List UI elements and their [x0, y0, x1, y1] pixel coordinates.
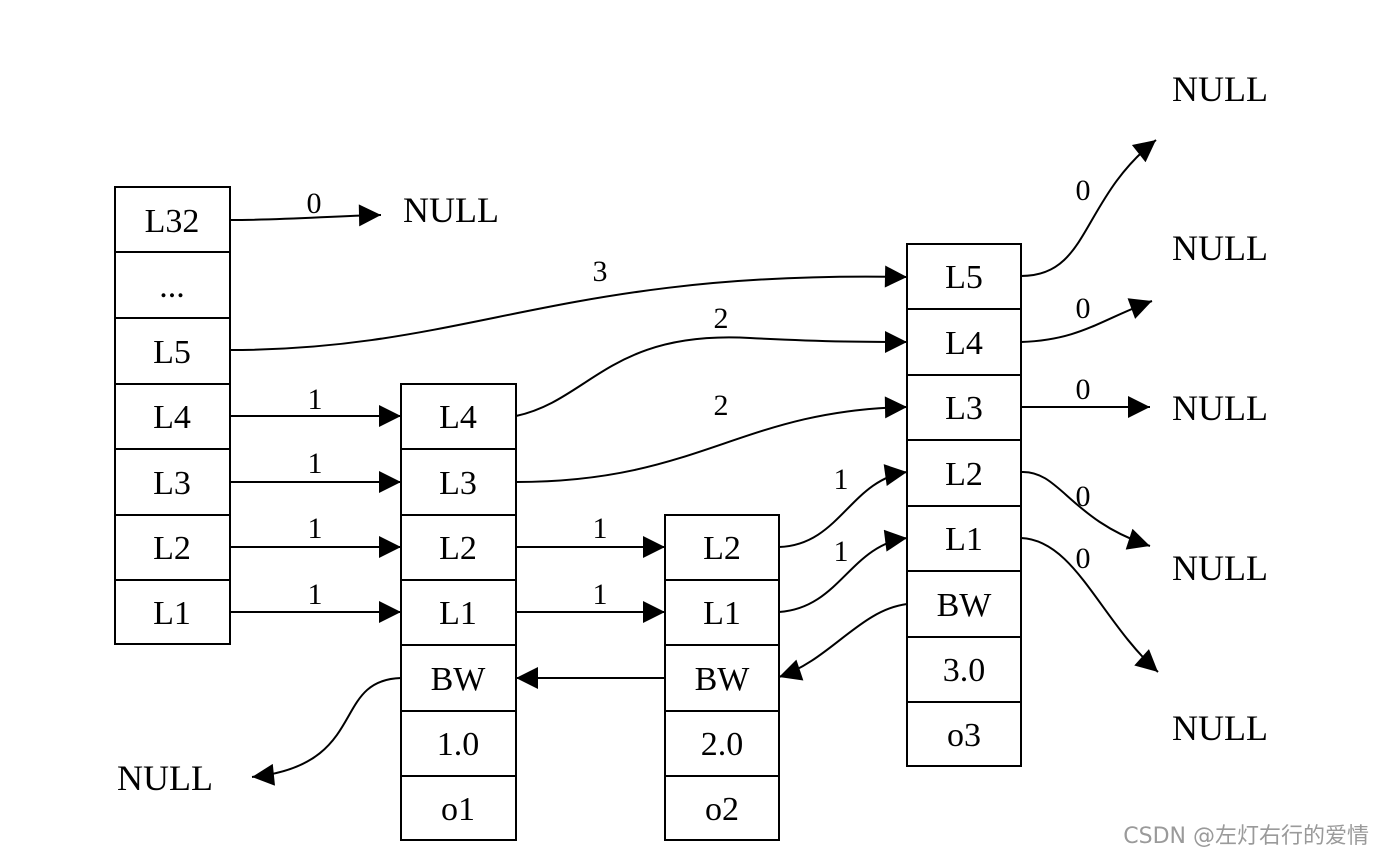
node2-cell-obj: [664, 775, 780, 841]
node1-label-obj: o1: [441, 791, 475, 828]
node3-label-l5: L5: [945, 259, 983, 296]
span-node3-l4: 0: [1076, 292, 1091, 325]
span-node3-l5: 0: [1076, 174, 1091, 207]
node3-label-l2: L2: [945, 456, 983, 493]
null-header-l32: NULL: [403, 190, 499, 230]
header-cell-l2: [114, 514, 231, 581]
node1-label-l4: L4: [439, 399, 477, 436]
span-node2-l1: 1: [834, 535, 849, 568]
node2-cell-score: [664, 710, 780, 777]
header-cell-l1: [114, 579, 231, 645]
span-node2-l2: 1: [834, 463, 849, 496]
edge-node3-l5-null: [1020, 139, 1157, 277]
node1-label-l3: L3: [439, 465, 477, 502]
null-node3-l1: NULL: [1172, 708, 1268, 748]
node1-label-l1: L1: [439, 595, 477, 632]
node3-label-l4: L4: [945, 325, 983, 362]
node3-cell-score: [906, 636, 1022, 703]
watermark-text: CSDN @左灯右行的爱情: [1123, 824, 1369, 849]
null-node3-l3: NULL: [1172, 388, 1268, 428]
node-1: L4 L3 L2 L1 BW 1.0 o1: [400, 383, 517, 841]
header-label-l32: L32: [145, 203, 200, 240]
header-cell-ellipsis: [114, 251, 231, 319]
node3-label-l3: L3: [945, 390, 983, 427]
node3-cell-l5: [906, 243, 1022, 310]
null-node3-l4: NULL: [1172, 228, 1268, 268]
node-2: L2 L1 BW 2.0 o2: [664, 514, 780, 841]
span-node3-l2: 0: [1076, 480, 1091, 513]
span-node1-l2: 1: [593, 512, 608, 545]
span-header-l4: 1: [308, 383, 323, 416]
span-header-l2: 1: [308, 512, 323, 545]
span-node1-l4: 2: [714, 302, 729, 335]
edge-header-l32-null: [229, 204, 382, 227]
edge-header-l5-node3-l5: [229, 265, 908, 351]
edge-node3-bw-node2: [778, 603, 908, 681]
node2-label-l2: L2: [703, 530, 741, 567]
edge-node2-l1-node3-l1: [778, 529, 908, 613]
header-cell-l32: [114, 186, 231, 253]
node3-cell-obj: [906, 701, 1022, 767]
header-label-l3: L3: [153, 465, 191, 502]
null-node3-l5: NULL: [1172, 69, 1268, 109]
node1-cell-l2: [400, 514, 517, 581]
header-label-l1: L1: [153, 595, 191, 632]
node2-label-score: 2.0: [701, 726, 744, 763]
node2-label-obj: o2: [705, 791, 739, 828]
node1-cell-bw: [400, 644, 517, 712]
header-label-l5: L5: [153, 334, 191, 371]
header-node: L32 ... L5 L4 L3 L2 L1: [114, 186, 231, 645]
header-label-l2: L2: [153, 530, 191, 567]
header-label-l4: L4: [153, 399, 191, 436]
span-node1-l1: 1: [593, 578, 608, 611]
node1-cell-obj: [400, 775, 517, 841]
node3-cell-l4: [906, 308, 1022, 376]
span-header-l5: 3: [593, 255, 608, 288]
node3-label-l1: L1: [945, 521, 983, 558]
node3-label-bw: BW: [937, 587, 993, 624]
span-node3-l3: 0: [1076, 373, 1091, 406]
node3-cell-l2: [906, 439, 1022, 507]
null-node3-l2: NULL: [1172, 548, 1268, 588]
edge-node3-l1-null: [1020, 537, 1159, 673]
header-label-ellipsis: ...: [159, 268, 185, 305]
node-3: L5 L4 L3 L2 L1 BW 3.0 o3: [906, 243, 1022, 767]
node1-label-score: 1.0: [437, 726, 480, 763]
span-header-l32: 0: [307, 187, 322, 220]
edge-node3-l4-null: [1020, 298, 1153, 343]
edge-node2-l2-node3-l2: [778, 464, 908, 548]
node1-label-bw: BW: [431, 661, 487, 698]
node2-label-l1: L1: [703, 595, 741, 632]
node3-label-score: 3.0: [943, 652, 986, 689]
edge-node1-l4-node3-l4: [515, 330, 908, 417]
null-backward: NULL: [117, 758, 213, 798]
node2-label-bw: BW: [695, 661, 751, 698]
span-header-l3: 1: [308, 447, 323, 480]
node1-label-l2: L2: [439, 530, 477, 567]
span-header-l1: 1: [308, 578, 323, 611]
edge-node1-bw-null: [251, 677, 402, 786]
span-node3-l1: 0: [1076, 542, 1091, 575]
span-node1-l3: 2: [714, 389, 729, 422]
node3-cell-l3: [906, 374, 1022, 441]
edge-node3-l2-null: [1020, 470, 1151, 550]
edge-node1-l3-node3-l3: [515, 396, 908, 483]
node3-label-obj: o3: [947, 717, 981, 754]
